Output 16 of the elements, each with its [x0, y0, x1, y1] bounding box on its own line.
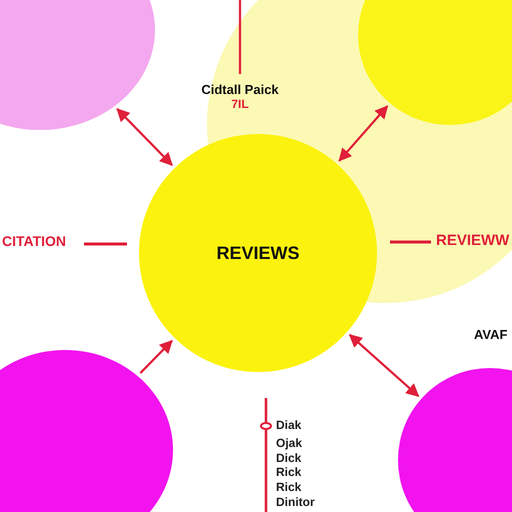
- arrow: [116, 108, 173, 166]
- side-label: AVAF: [474, 327, 508, 342]
- node-note: 7IL: [231, 96, 249, 110]
- list-item: Dinitor: [276, 495, 315, 509]
- arrow: [348, 334, 420, 397]
- list-item: Diak: [276, 418, 302, 432]
- list-item: Rick: [276, 465, 302, 479]
- node-title: Cidtall Paick: [201, 82, 279, 96]
- side-label: REVIEWW: [436, 232, 510, 249]
- center-title: REVIEWS: [216, 242, 300, 264]
- arrow: [338, 105, 388, 162]
- list-item: Rick: [276, 480, 302, 494]
- list-item: Ojak: [276, 436, 302, 450]
- arrow: [140, 340, 173, 374]
- list-item: Dick: [276, 451, 302, 465]
- side-label: CITATION: [2, 233, 66, 249]
